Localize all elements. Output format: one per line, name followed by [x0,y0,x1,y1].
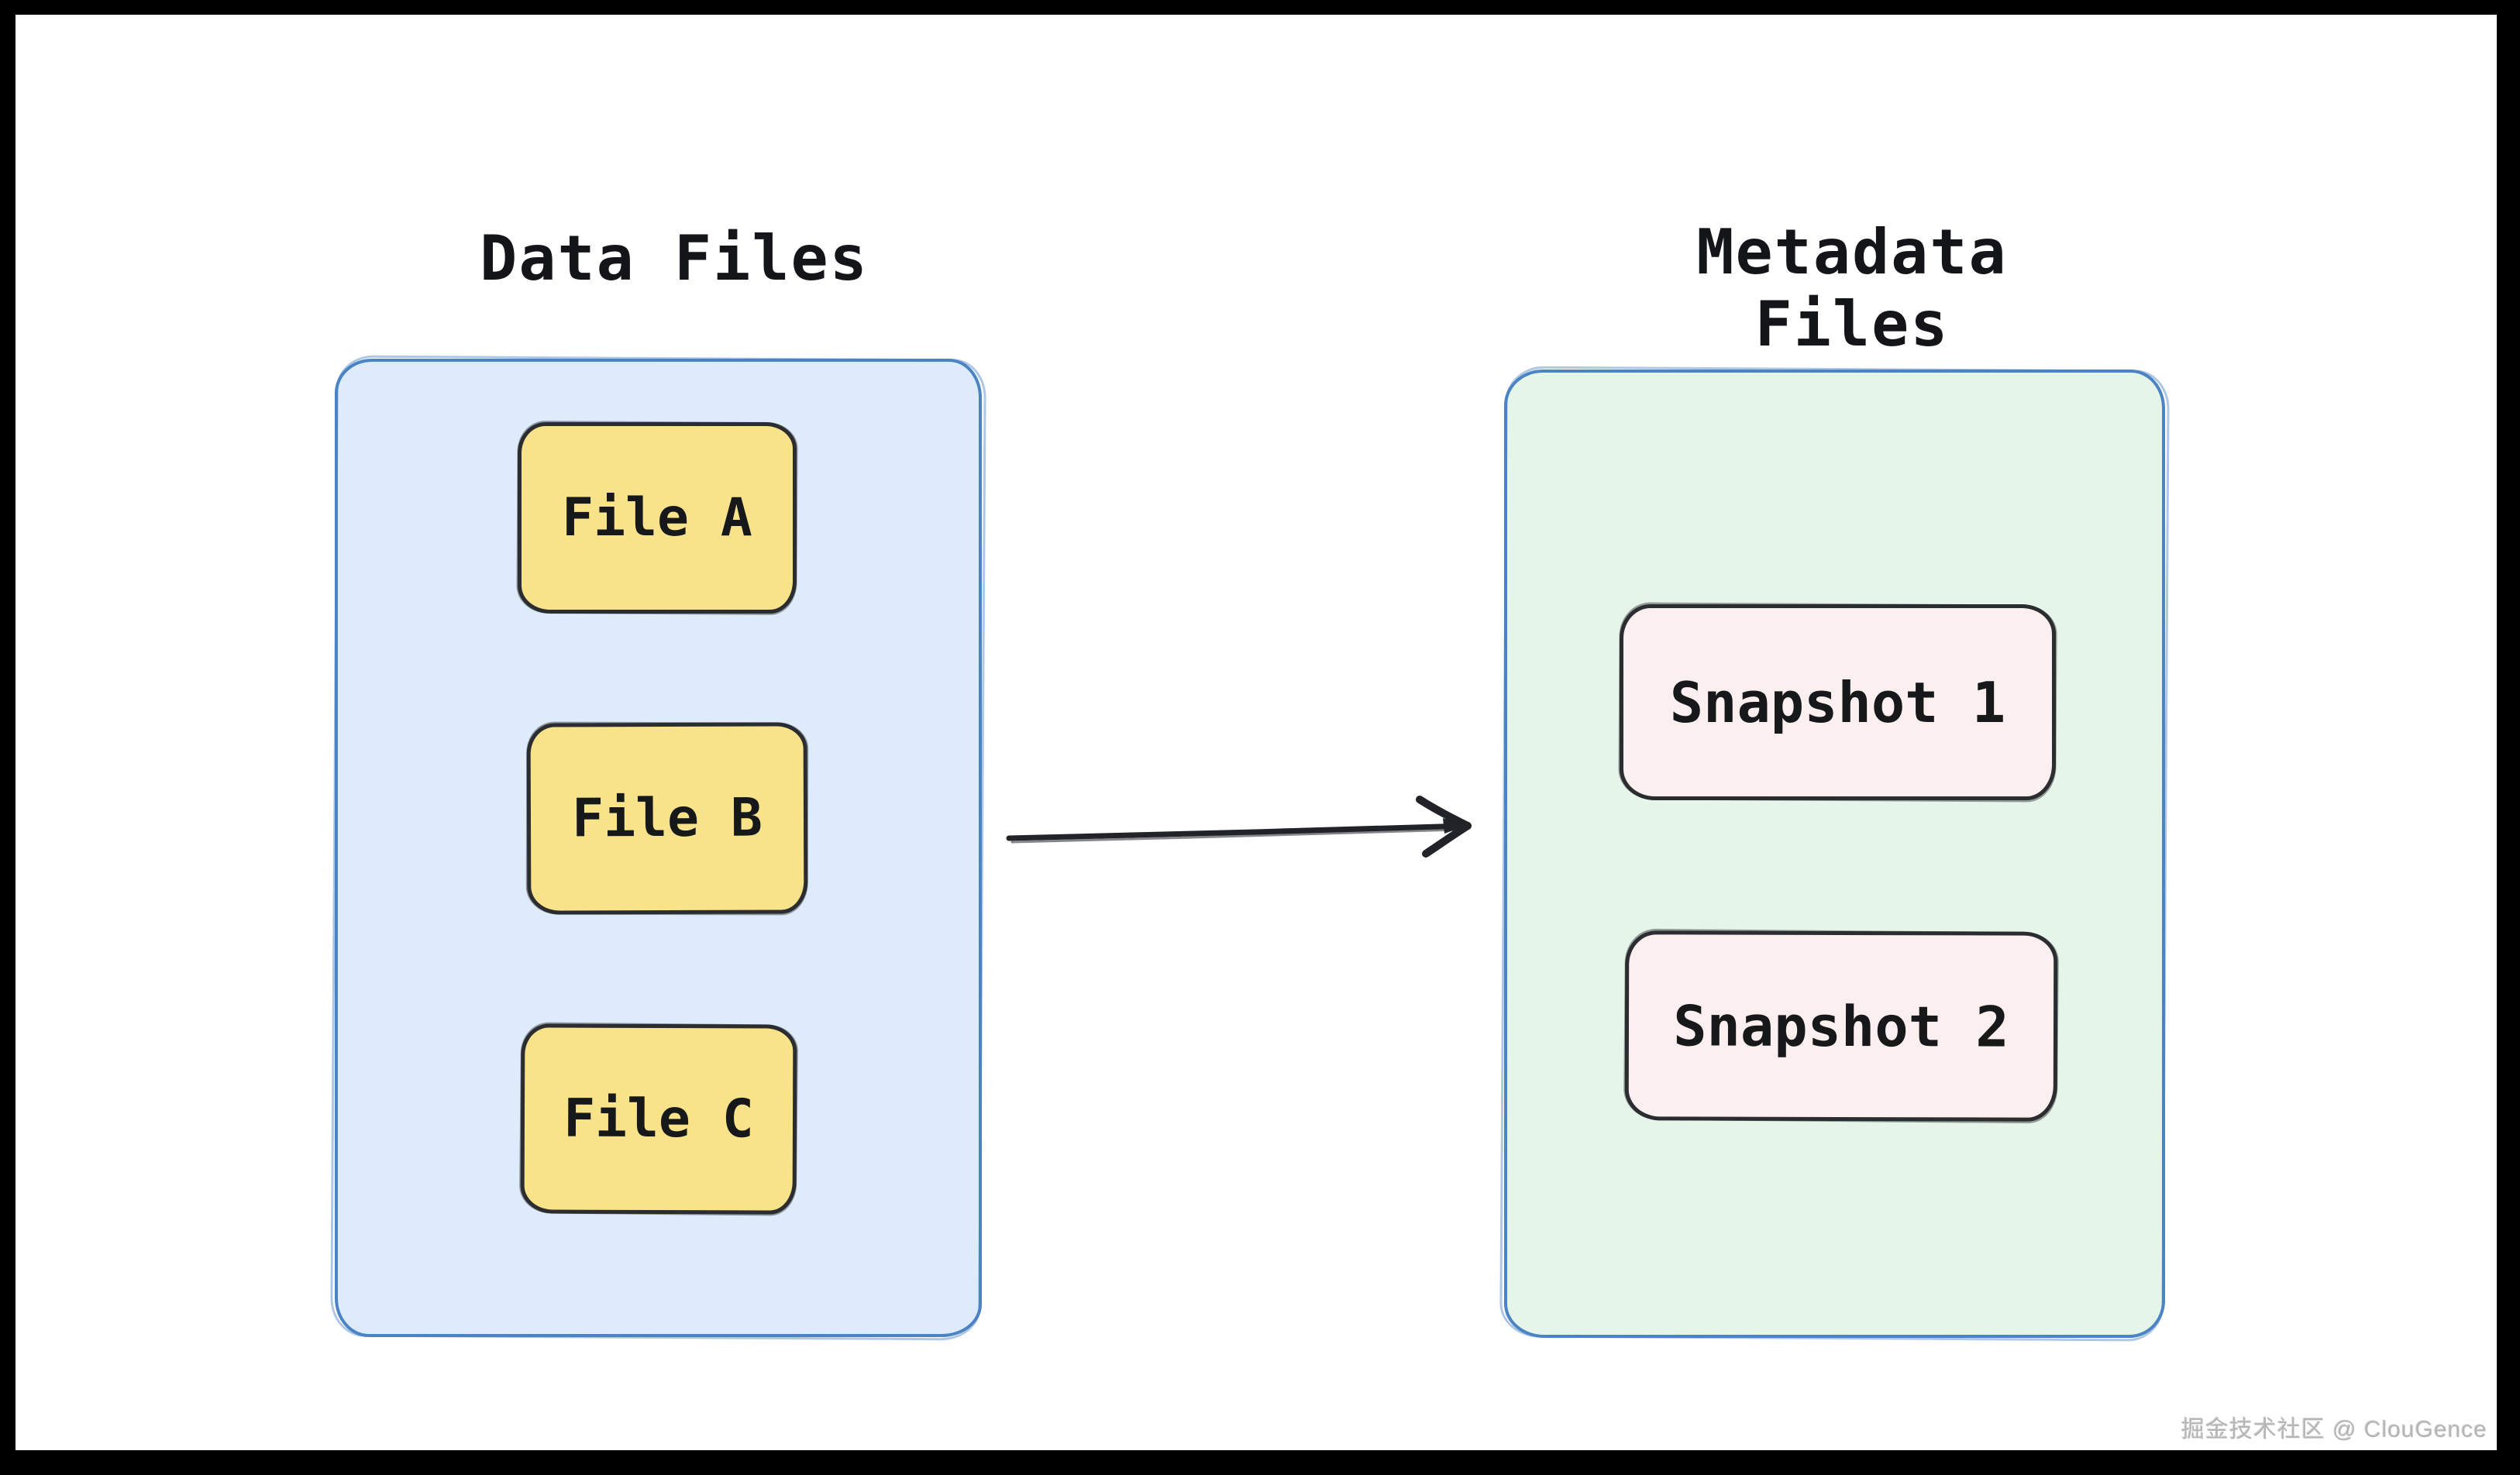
metadata-files-title: Metadata Files [1696,216,2008,360]
snapshot-1-label: Snapshot 1 [1669,669,2006,735]
file-b-box: File B [526,722,808,915]
file-c-box: File C [520,1023,797,1215]
file-a-label: File A [562,487,752,548]
file-c-label: File C [563,1088,754,1150]
arrow-right-icon [1006,796,1472,858]
watermark: 掘金技术社区 @ ClouGence [2181,1417,2487,1442]
data-files-title: Data Files [480,222,869,294]
file-a-box: File A [518,422,797,614]
file-b-label: File B [572,787,763,850]
snapshot-2-label: Snapshot 2 [1673,992,2009,1060]
metadata-files-container [1504,370,2165,1338]
snapshot-2-box: Snapshot 2 [1624,930,2058,1122]
diagram-canvas: Data Files Metadata Files File A File B … [15,15,2497,1450]
snapshot-1-box: Snapshot 1 [1620,604,2056,800]
